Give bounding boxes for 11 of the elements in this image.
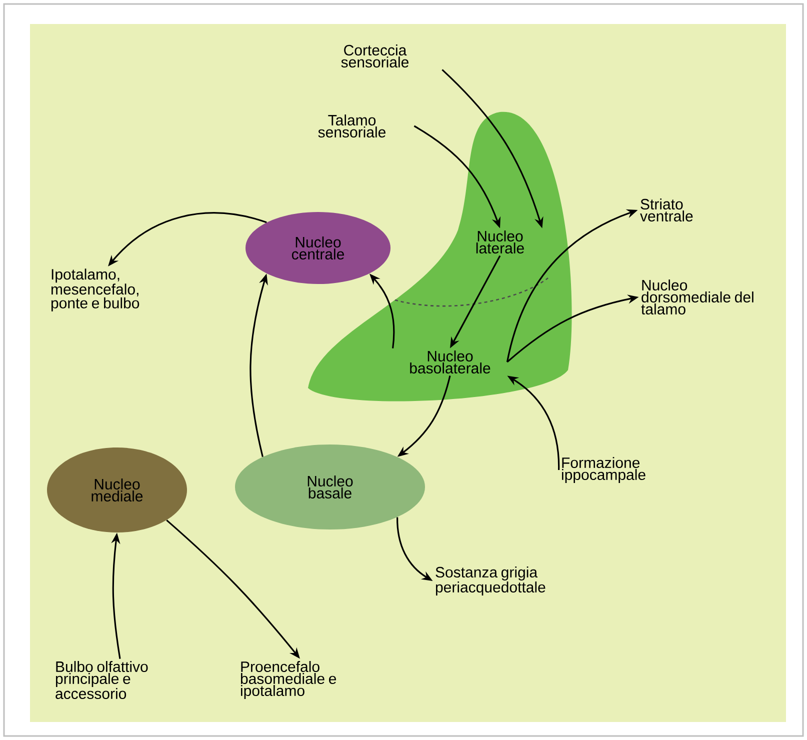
label-text: Nucleo laterale xyxy=(476,230,524,254)
label-text: Formazione ippocampale xyxy=(562,457,646,483)
label-text: Talamo sensoriale xyxy=(318,114,386,138)
label-text: Proencefalo basomediale e ipotalamo xyxy=(240,661,336,699)
label-text: Nucleo basolaterale xyxy=(410,350,490,374)
label-text: Striato ventrale xyxy=(640,198,693,222)
label-text: Corteccia sensoriale xyxy=(341,44,408,68)
label-text: Nucleo dorsomediale del talamo xyxy=(641,280,754,314)
label-text: Sostanza grigia periacquedottale xyxy=(436,566,546,596)
label-text: Bulbo olfattivo principale e accessorio xyxy=(56,661,148,699)
label-text: Ipotalamo, mesencefalo, ponte e bulbo xyxy=(51,268,140,312)
